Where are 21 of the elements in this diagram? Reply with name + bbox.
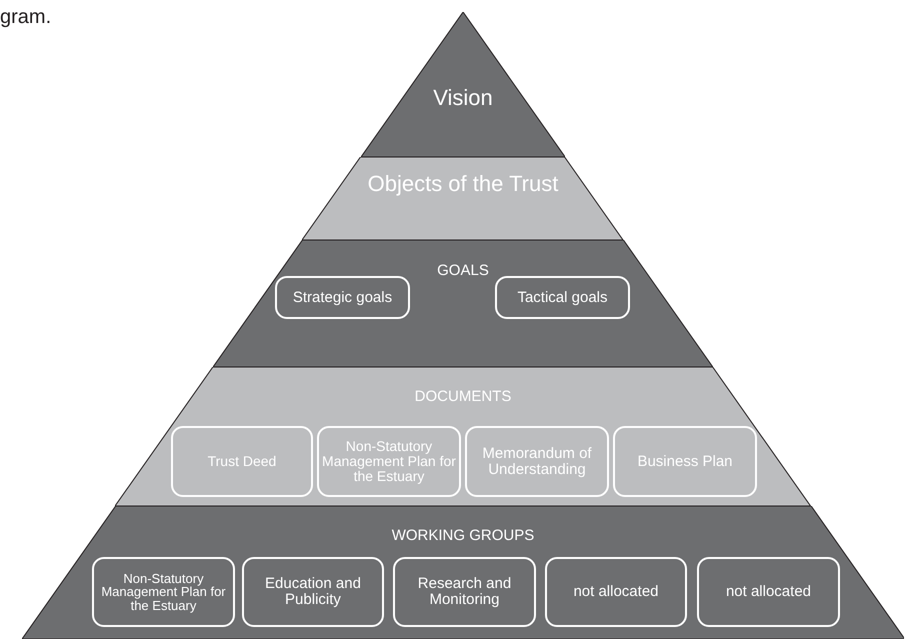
item-box: Education and Publicity bbox=[242, 557, 384, 627]
item-box: not allocated bbox=[696, 557, 840, 627]
tier-heading: GOALS bbox=[436, 262, 490, 279]
item-box: Memorandum of Understanding bbox=[464, 426, 609, 497]
item-box: Strategic goals bbox=[274, 276, 410, 319]
pyramid-tier bbox=[213, 240, 713, 367]
caption-fragment: gram. bbox=[0, 6, 52, 29]
tier-heading: WORKING GROUPS bbox=[390, 527, 536, 544]
item-box: Research and Monitoring bbox=[392, 557, 536, 627]
tier-heading: Vision bbox=[432, 86, 494, 110]
pyramid-tier bbox=[22, 506, 904, 639]
pyramid-tier bbox=[360, 12, 566, 157]
pyramid-tier bbox=[115, 367, 811, 506]
tier-heading: Objects of the Trust bbox=[366, 172, 560, 196]
item-box: Non-Statutory Management Plan for the Estuary bbox=[92, 557, 235, 627]
item-box: Trust Deed bbox=[170, 426, 313, 497]
item-box: Non-Statutory Management Plan for the Estuary bbox=[316, 426, 461, 497]
item-box: Tactical goals bbox=[494, 276, 630, 319]
item-box: not allocated bbox=[544, 557, 687, 627]
item-box: Business Plan bbox=[612, 426, 757, 497]
tier-heading: DOCUMENTS bbox=[414, 388, 512, 405]
